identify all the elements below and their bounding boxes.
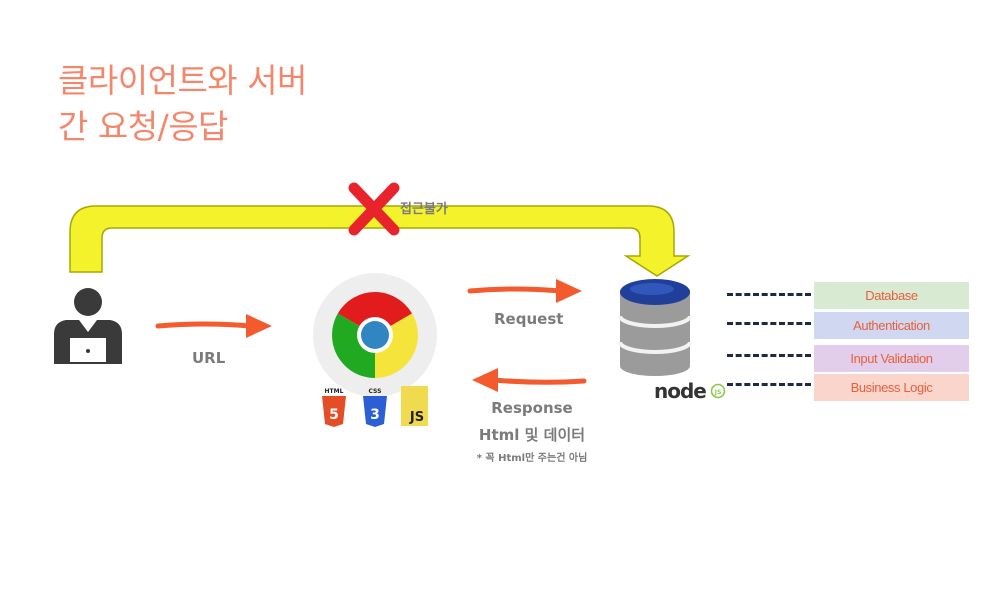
nodejs-wordmark: node [654,379,706,403]
blocked-path-arrow [69,205,691,277]
layer-authentication: Authentication [814,312,969,339]
response-sub-label: Html 및 데이터 [478,426,586,444]
title-line-1: 클라이언트와 서버 [58,61,307,100]
diagram-title: 클라이언트와 서버 간 요청/응답 [58,58,307,150]
server-icon [618,279,692,376]
js-badge-label: JS [409,410,424,425]
css3-number: 3 [370,407,380,423]
request-label: Request [494,310,564,328]
layer-business-logic: Business Logic [814,374,969,401]
blocked-label: 접근불가 [400,202,448,217]
nodejs-logo: node JS [654,379,726,403]
html5-number: 5 [329,407,339,423]
url-label: URL [192,349,226,367]
browser-icon [313,273,437,397]
css3-label: CSS [369,388,382,395]
url-arrow [155,314,272,338]
response-note: * 꼭 Html만 주는건 아님 [476,453,588,464]
blocked-x-icon [348,182,400,236]
css3-icon: CSS 3 [363,388,387,427]
request-arrow [467,279,582,303]
response-label: Response [491,399,573,417]
layer-database: Database [814,282,969,309]
layer-input-validation: Input Validation [814,345,969,372]
js-icon: JS [401,386,428,426]
title-line-2: 간 요청/응답 [58,107,228,146]
response-arrow [472,368,587,392]
layer-connector [727,322,811,325]
layer-connector [727,293,811,296]
layer-connector [727,354,811,357]
nodejs-js-label: JS [714,389,722,396]
user-icon [54,288,122,364]
html5-label: HTML [325,388,344,395]
layer-connector [727,383,811,386]
html5-icon: HTML 5 [322,388,346,427]
